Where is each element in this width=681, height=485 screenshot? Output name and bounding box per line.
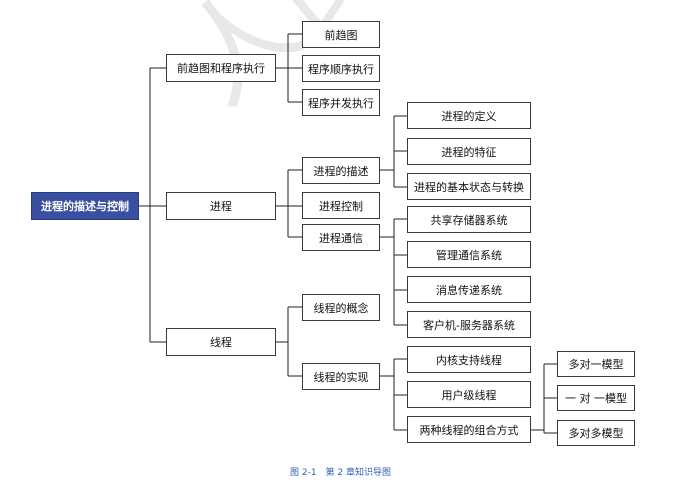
node-thread-concept: 线程的概念 bbox=[302, 294, 380, 321]
node-precedence-and-execution: 前趋图和程序执行 bbox=[166, 54, 276, 82]
node-combined-threads: 两种线程的组合方式 bbox=[407, 416, 531, 443]
node-process-communication: 进程通信 bbox=[302, 224, 380, 251]
node-process-description: 进程的描述 bbox=[302, 157, 380, 184]
node-user-threads: 用户级线程 bbox=[407, 381, 531, 408]
node-one-to-one: 一 对 一模型 bbox=[557, 385, 635, 411]
node-concurrent-execution: 程序并发执行 bbox=[302, 89, 380, 116]
node-message-passing: 消息传递系统 bbox=[407, 276, 531, 303]
node-many-to-one: 多对一模型 bbox=[557, 351, 635, 377]
node-process-control: 进程控制 bbox=[302, 192, 380, 219]
root-node: 进程的描述与控制 bbox=[31, 192, 139, 220]
node-shared-memory: 共享存储器系统 bbox=[407, 206, 531, 233]
node-thread-implementation: 线程的实现 bbox=[302, 363, 380, 390]
node-precedence-graph: 前趋图 bbox=[302, 21, 380, 48]
node-thread: 线程 bbox=[166, 328, 276, 356]
figure-caption: 图 2-1 第 2 章知识导图 bbox=[289, 468, 391, 478]
node-process-features: 进程的特征 bbox=[407, 138, 531, 165]
node-kernel-threads: 内核支持线程 bbox=[407, 346, 531, 373]
node-many-to-many: 多对多模型 bbox=[557, 420, 635, 446]
node-pipe-communication: 管理通信系统 bbox=[407, 241, 531, 268]
node-process-states: 进程的基本状态与转换 bbox=[407, 173, 531, 200]
node-sequential-execution: 程序顺序执行 bbox=[302, 55, 380, 82]
node-process: 进程 bbox=[166, 192, 276, 220]
node-process-definition: 进程的定义 bbox=[407, 102, 531, 129]
node-client-server: 客户机-服务器系统 bbox=[407, 311, 531, 338]
